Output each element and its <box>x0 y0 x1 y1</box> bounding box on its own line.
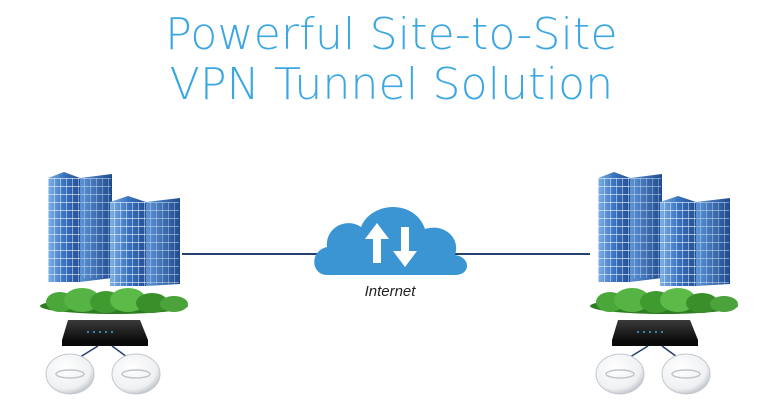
title-line-2: VPN Tunnel Solution <box>169 59 614 110</box>
title-line-1: Powerful Site-to-Site <box>165 9 618 60</box>
internet-label: Internet <box>364 283 416 300</box>
up-down-arrows-icon <box>365 223 417 267</box>
diagram-title: Powerful Site-to-Site VPN Tunnel Solutio… <box>0 10 783 110</box>
site-left <box>39 171 189 395</box>
internet-cloud <box>314 207 468 275</box>
site-right <box>589 171 739 395</box>
